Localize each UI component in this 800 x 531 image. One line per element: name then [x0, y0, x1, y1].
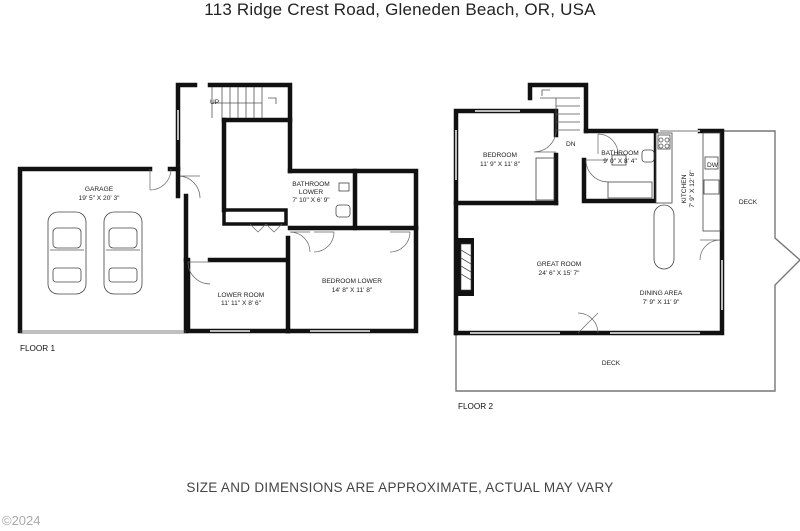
stairs-icon: [527, 82, 589, 134]
dishwasher-label: DW: [707, 162, 719, 169]
deck-label-east: DECK: [739, 199, 758, 206]
copyright: ©2024: [2, 513, 41, 528]
garage: [17, 166, 201, 334]
floor1-plan: UP GARAGE 19': [17, 82, 419, 353]
hall-stairs: UP: [175, 82, 293, 233]
garage-label: GARAGE: [85, 186, 114, 193]
deck-outline: [455, 130, 800, 392]
bedroom-label: BEDROOM: [483, 152, 517, 159]
bathroom-lower-dims: 7' 10" X 6' 9": [292, 197, 330, 204]
floor2-label: FLOOR 2: [458, 402, 493, 411]
fireplace-icon: [458, 238, 474, 296]
lower-room-label: LOWER ROOM: [218, 292, 265, 299]
bedroom-lower-label: BEDROOM LOWER: [322, 278, 382, 285]
bedroom: [453, 110, 559, 206]
floor1-label: FLOOR 1: [20, 344, 55, 353]
bathroom: [581, 128, 659, 204]
dining-area-label: DINING AREA: [640, 290, 683, 297]
great-room-dims: 24' 6" X 15' 7": [539, 270, 581, 277]
bathroom-dims: 9' 0" X 8' 4": [603, 158, 637, 165]
page-title: 113 Ridge Crest Road, Gleneden Beach, OR…: [204, 0, 596, 19]
disclaimer: SIZE AND DIMENSIONS ARE APPROXIMATE, ACT…: [186, 480, 614, 495]
bedroom-lower-dims: 14' 8" X 11' 8": [332, 287, 373, 294]
kitchen-dims: 7' 9" X 12' 8": [689, 170, 696, 208]
bedroom-lower: [285, 225, 419, 334]
bathroom-lower-label: BATHROOM: [292, 181, 330, 188]
stairs-down-label: DN: [566, 141, 576, 148]
kitchen: [653, 132, 721, 270]
car-icon: [47, 211, 87, 295]
deck-label-south: DECK: [602, 360, 621, 367]
car-icon: [103, 211, 143, 295]
lower-room-dims: 11' 11" X 8' 6": [221, 300, 262, 307]
dining-area-dims: 7' 9" X 11' 9": [643, 299, 680, 306]
bathroom-label: BATHROOM: [601, 150, 639, 157]
kitchen-label: KITCHEN: [681, 174, 688, 203]
floor2-plan: DN: [453, 82, 800, 411]
lower-room: [183, 235, 291, 334]
great-room-label: GREAT ROOM: [537, 261, 581, 268]
bathroom-lower: [287, 168, 419, 253]
garage-dims: 19' 5" X 20' 3": [79, 195, 121, 202]
bathroom-lower-label2: LOWER: [299, 189, 323, 196]
stairs-icon: [211, 87, 277, 118]
stairs-up-label: UP: [210, 99, 220, 106]
bedroom-dims: 11' 9" X 11' 8": [480, 161, 521, 168]
